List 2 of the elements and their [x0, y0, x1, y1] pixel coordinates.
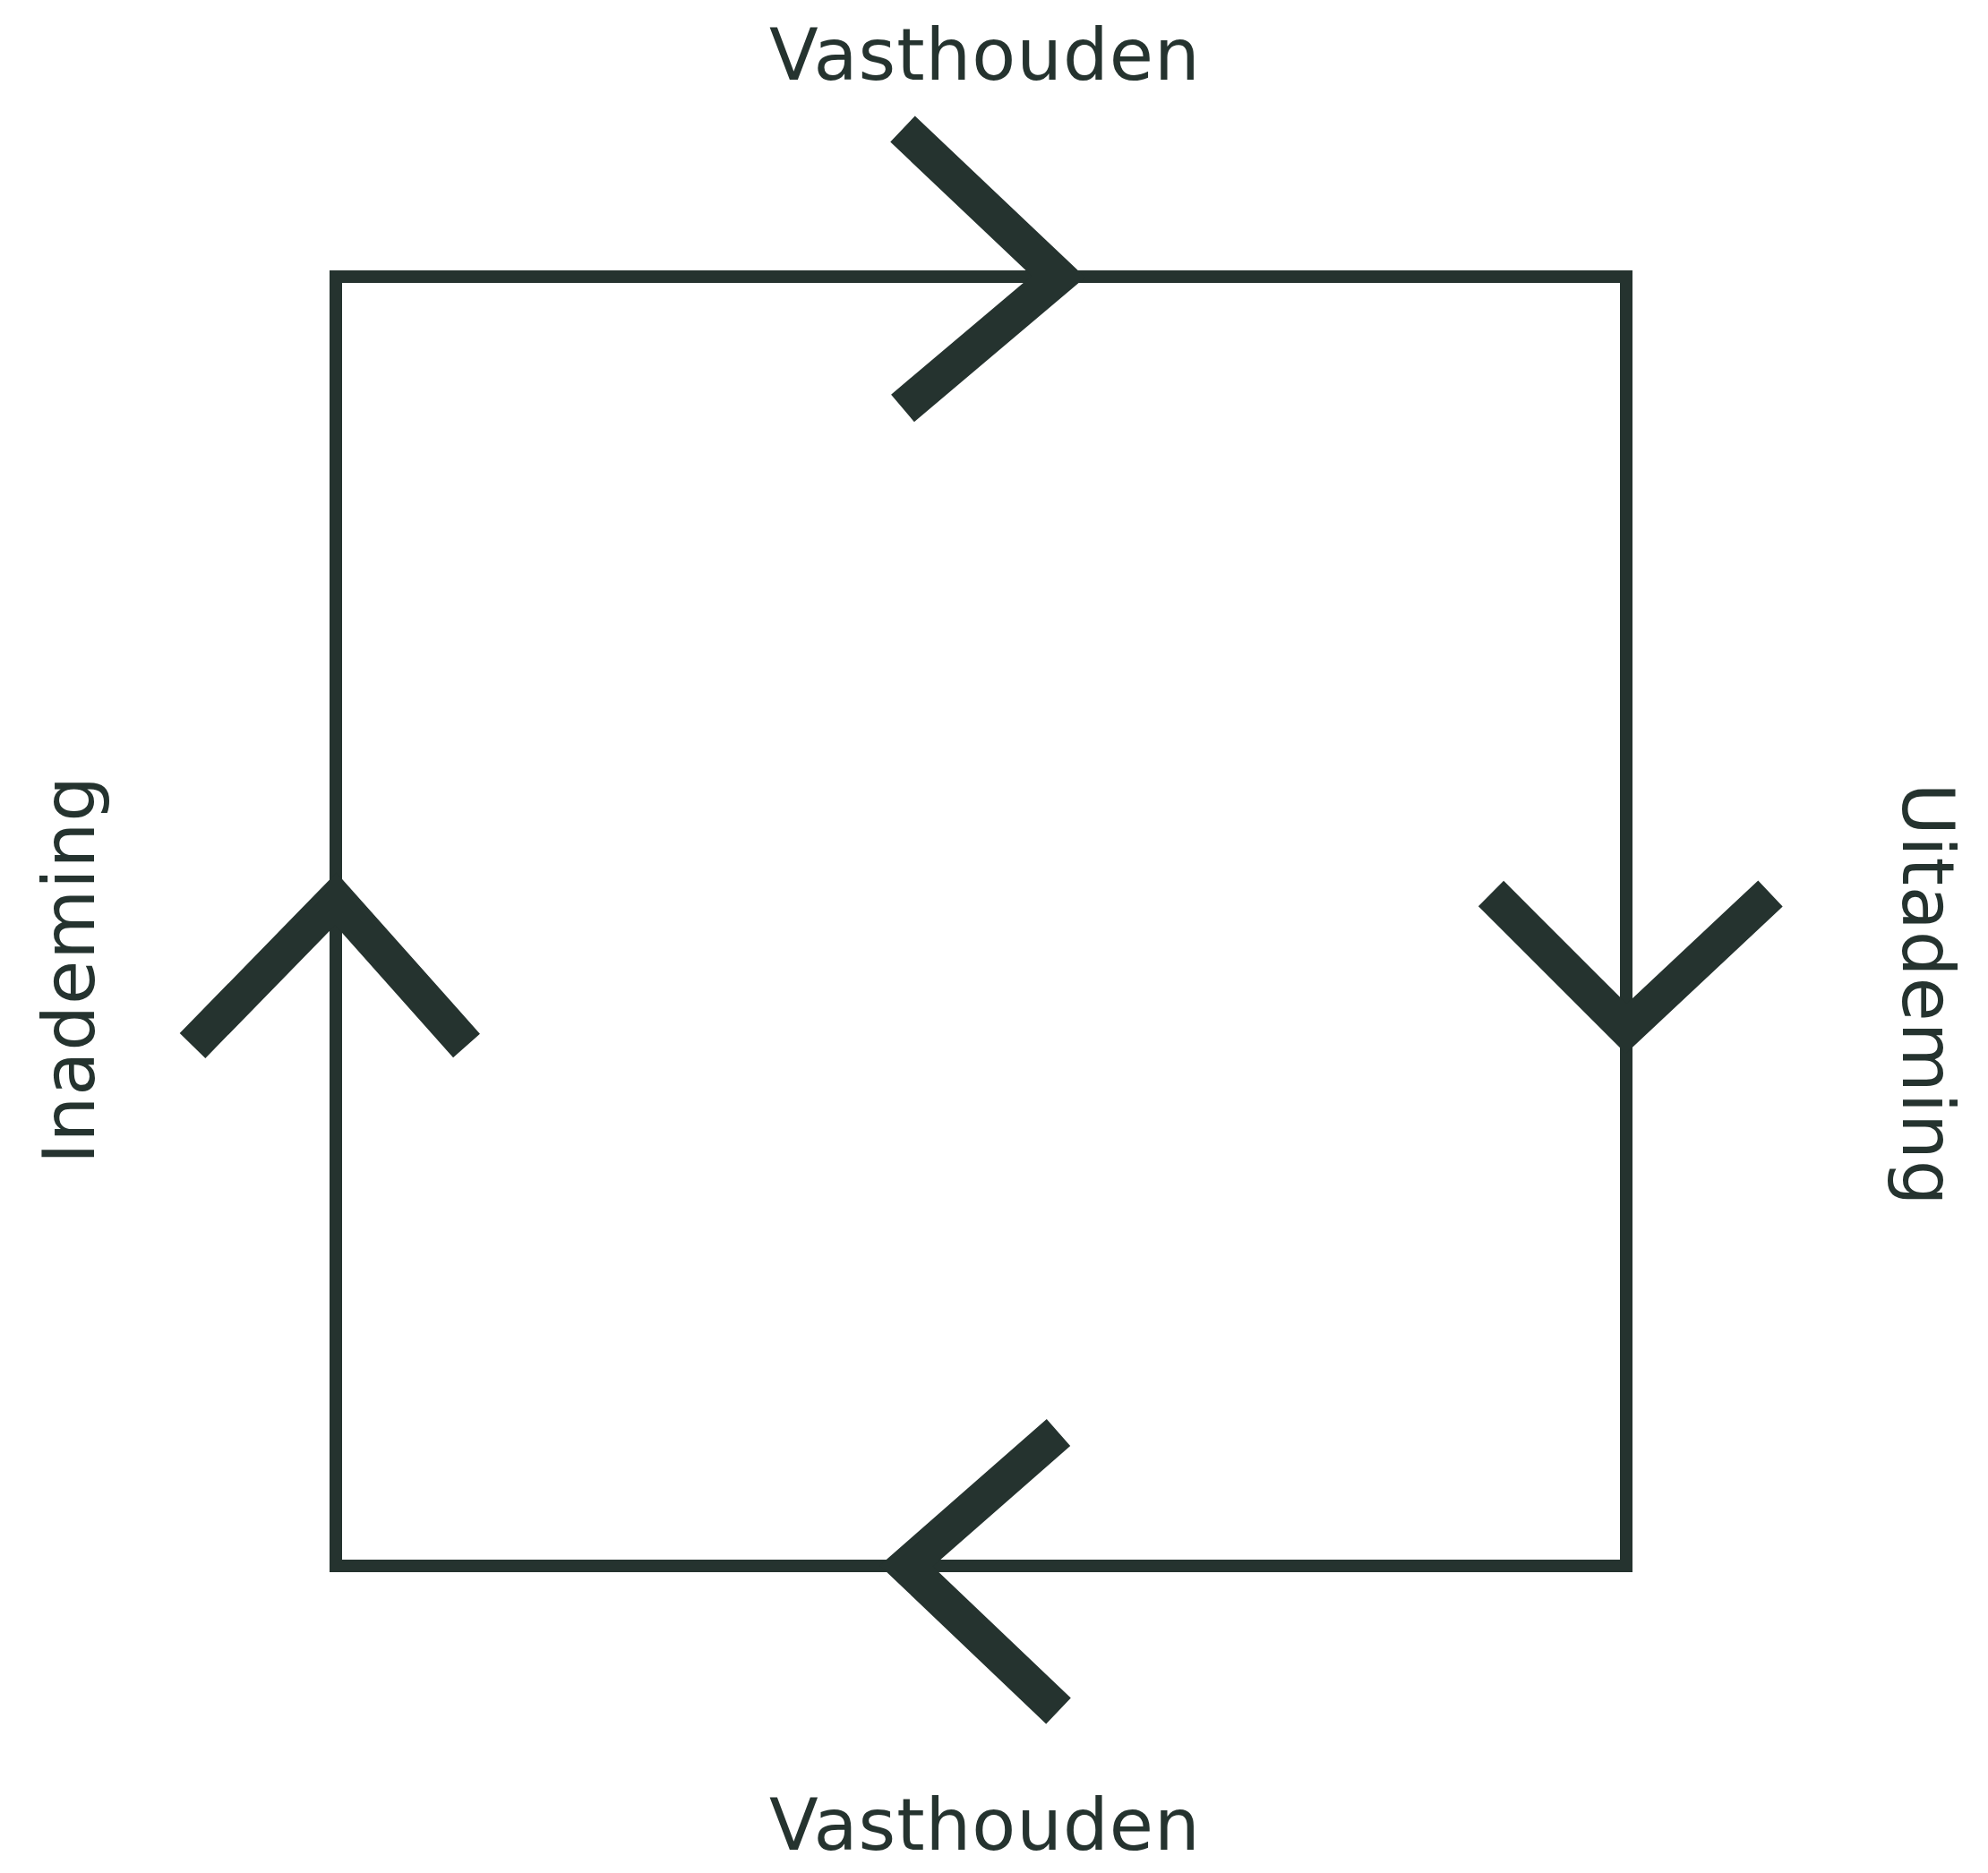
phase-label: Vasthouden: [769, 20, 1201, 91]
phase-label: Vasthouden: [769, 1790, 1201, 1861]
